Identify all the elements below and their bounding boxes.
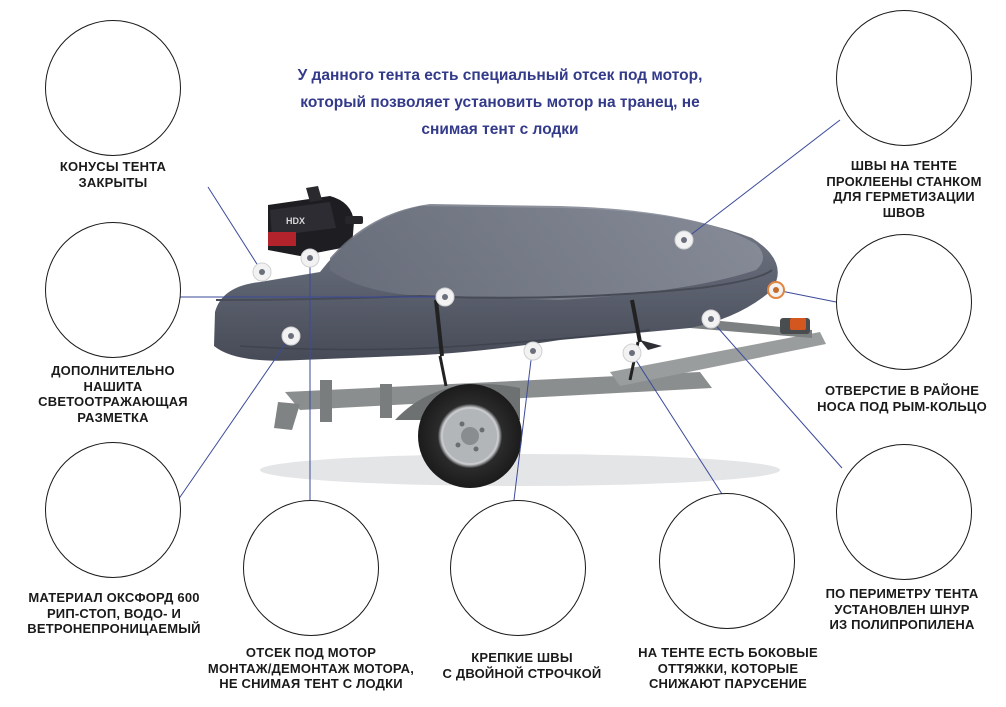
ground-shadow bbox=[260, 454, 780, 486]
caption-line: ОТСЕК ПОД МОТОР bbox=[245, 645, 377, 660]
caption-taped-seams: ШВЫ НА ТЕНТЕ ПРОКЛЕЕНЫ СТАНКОМ ДЛЯ ГЕРМЕ… bbox=[804, 158, 1004, 220]
caption-bow-hole: ОТВЕРСТИЕ В РАЙОНЕ НОСА ПОД РЫМ-КОЛЬЦО bbox=[800, 383, 1004, 414]
leader-lines bbox=[177, 119, 843, 501]
boat-cover bbox=[214, 204, 778, 387]
callout-circle-perimeter-cord bbox=[836, 444, 972, 580]
callout-circle-material bbox=[45, 442, 181, 578]
headline-line: снимая тент с лодки bbox=[421, 121, 579, 138]
caption-cones: КОНУСЫ ТЕНТА ЗАКРЫТЫ bbox=[18, 159, 208, 190]
marker-dot-side-straps bbox=[622, 343, 642, 363]
trailer-wheel bbox=[395, 384, 522, 488]
callout-circle-side-straps bbox=[659, 493, 795, 629]
caption-line: НА ТЕНТЕ ЕСТЬ БОКОВЫЕ bbox=[638, 645, 818, 660]
caption-seams: КРЕПКИЕ ШВЫ С ДВОЙНОЙ СТРОЧКОЙ bbox=[422, 650, 622, 681]
marker-dot-reflective bbox=[435, 287, 455, 307]
caption-material: МАТЕРИАЛ ОКСФОРД 600 РИП-СТОП, ВОДО- И В… bbox=[8, 590, 220, 637]
leader-line-taped-seams bbox=[683, 119, 841, 241]
caption-line: НАШИТА bbox=[83, 378, 143, 394]
caption-line: ПРОКЛЕЕНЫ СТАНКОМ bbox=[826, 173, 982, 189]
motor-brand-label: HDX bbox=[286, 216, 305, 226]
caption-reflective: ДОПОЛНИТЕЛЬНО НАШИТА СВЕТООТРАЖАЮЩАЯ РАЗ… bbox=[18, 363, 208, 425]
headline: У данного тента есть специальный отсек п… bbox=[250, 62, 750, 143]
leader-line-perimeter-cord bbox=[710, 319, 843, 469]
caption-line: КОНУСЫ ТЕНТА bbox=[59, 159, 167, 174]
marker-dot-taped-seams bbox=[674, 230, 694, 250]
caption-line: ИЗ ПОЛИПРОПИЛЕНА bbox=[829, 617, 975, 632]
callout-circle-taped-seams bbox=[836, 10, 972, 146]
caption-motor-bay: ОТСЕК ПОД МОТОР МОНТАЖ/ДЕМОНТАЖ МОТОРА, … bbox=[180, 645, 442, 692]
caption-line: ОТТЯЖКИ, КОТОРЫЕ bbox=[657, 660, 799, 676]
marker-dot-material bbox=[281, 326, 301, 346]
caption-line: КРЕПКИЕ ШВЫ bbox=[471, 650, 573, 665]
marker-dots bbox=[252, 230, 785, 363]
caption-line: НОСА ПОД РЫМ-КОЛЬЦО bbox=[817, 398, 987, 414]
leader-line-cones bbox=[207, 186, 263, 273]
outboard-motor: HDX bbox=[268, 186, 363, 256]
marker-dot-cones bbox=[252, 262, 272, 282]
caption-line: ДОПОЛНИТЕЛЬНО bbox=[51, 363, 175, 378]
callout-circle-bow-hole bbox=[836, 234, 972, 370]
marker-dot-motor-bay bbox=[300, 248, 320, 268]
caption-line: СНИЖАЮТ ПАРУСЕНИЕ bbox=[648, 676, 808, 691]
marker-dot-seams bbox=[523, 341, 543, 361]
leader-line-material bbox=[177, 335, 292, 501]
caption-perimeter-cord: ПО ПЕРИМЕТРУ ТЕНТА УСТАНОВЛЕН ШНУР ИЗ ПО… bbox=[800, 586, 1004, 633]
caption-side-straps: НА ТЕНТЕ ЕСТЬ БОКОВЫЕ ОТТЯЖКИ, КОТОРЫЕ С… bbox=[622, 645, 834, 692]
caption-line: ШВЫ НА ТЕНТЕ bbox=[850, 158, 958, 173]
callout-circle-seams bbox=[450, 500, 586, 636]
marker-dot-perimeter-cord bbox=[701, 309, 721, 329]
leader-line-bow-hole bbox=[775, 289, 837, 303]
leader-line-side-straps bbox=[631, 353, 723, 495]
headline-line: который позволяет установить мотор на тр… bbox=[300, 94, 700, 111]
caption-line: СВЕТООТРАЖАЮЩАЯ bbox=[38, 394, 188, 409]
callout-circle-cones bbox=[45, 20, 181, 156]
headline-line: У данного тента есть специальный отсек п… bbox=[297, 67, 703, 84]
caption-line: ОТВЕРСТИЕ В РАЙОНЕ bbox=[824, 383, 980, 398]
leader-line-seams bbox=[513, 351, 533, 501]
caption-line: НЕ СНИМАЯ ТЕНТ С ЛОДКИ bbox=[219, 676, 403, 691]
marker-dot-bow-hole bbox=[767, 281, 785, 299]
caption-line: УСТАНОВЛЕН ШНУР bbox=[834, 601, 970, 617]
caption-line: ВЕТРОНЕПРОНИЦАЕМЫЙ bbox=[27, 621, 201, 636]
caption-line: ПО ПЕРИМЕТРУ ТЕНТА bbox=[825, 586, 979, 601]
caption-line: С ДВОЙНОЙ СТРОЧКОЙ bbox=[442, 665, 602, 681]
caption-line: ДЛЯ ГЕРМЕТИЗАЦИИ bbox=[833, 189, 975, 204]
caption-line: РАЗМЕТКА bbox=[77, 409, 149, 425]
callout-circle-reflective bbox=[45, 222, 181, 358]
caption-line: МОНТАЖ/ДЕМОНТАЖ МОТОРА, bbox=[207, 660, 415, 676]
caption-line: ШВОВ bbox=[882, 204, 926, 220]
caption-line: ЗАКРЫТЫ bbox=[78, 174, 148, 190]
caption-line: РИП-СТОП, ВОДО- И bbox=[46, 605, 182, 621]
callout-circle-motor-bay bbox=[243, 500, 379, 636]
caption-line: МАТЕРИАЛ ОКСФОРД 600 bbox=[28, 590, 200, 605]
